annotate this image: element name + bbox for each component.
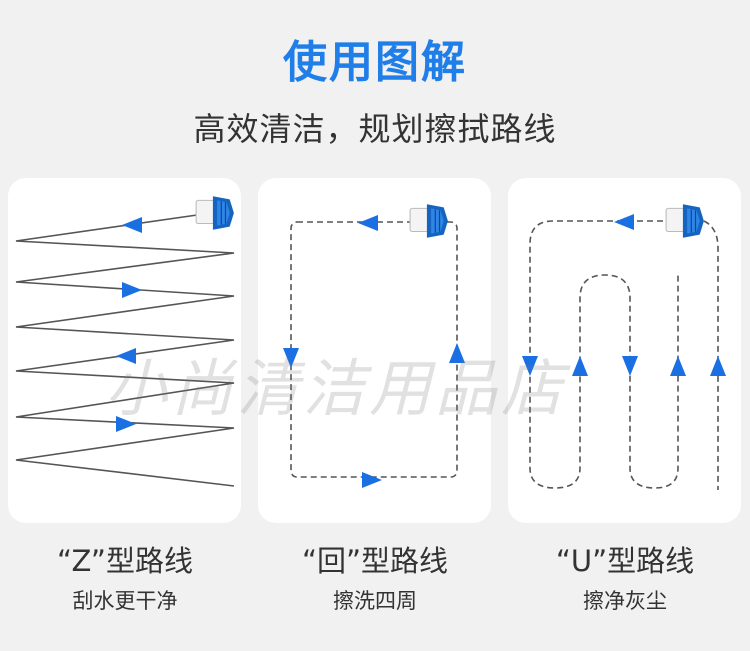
arrow-right-icon <box>122 282 142 298</box>
arrow-right-icon <box>116 416 136 432</box>
z-route-label: “Z”型路线 <box>57 544 193 578</box>
u-route-diagram <box>522 203 726 490</box>
z-route-caption: 刮水更干净 <box>72 589 178 613</box>
arrow-left-icon <box>122 217 142 233</box>
u-route-caption: 擦净灰尘 <box>583 589 667 613</box>
arrow-up-icon <box>572 356 588 376</box>
watermark: 小尚清洁用品店 <box>105 352 568 425</box>
arrow-up-icon <box>670 356 686 376</box>
u-route-label: “U”型路线 <box>555 544 695 578</box>
hui-route-card <box>258 178 491 523</box>
arrow-left-icon <box>116 348 136 364</box>
window-wiper-icon <box>195 195 235 231</box>
arrow-right-icon <box>362 472 382 488</box>
arrow-down-icon <box>622 356 638 376</box>
arrow-left-icon <box>614 214 634 230</box>
window-wiper-icon <box>409 203 449 239</box>
arrow-up-icon <box>710 356 726 376</box>
page-title: 使用图解 <box>283 37 467 88</box>
hui-route-diagram <box>283 203 465 488</box>
page-subtitle: 高效清洁，规划擦拭路线 <box>193 110 557 148</box>
z-route-card <box>8 178 241 523</box>
hui-route-caption: 擦洗四周 <box>333 589 417 613</box>
u-route-card <box>508 178 741 523</box>
arrow-down-icon <box>283 348 299 368</box>
arrow-left-icon <box>358 215 378 231</box>
hui-route-label: “回”型路线 <box>301 544 449 578</box>
arrow-down-icon <box>522 356 538 376</box>
z-route-diagram <box>15 195 235 487</box>
arrow-up-icon <box>449 343 465 363</box>
window-wiper-icon <box>665 203 705 239</box>
